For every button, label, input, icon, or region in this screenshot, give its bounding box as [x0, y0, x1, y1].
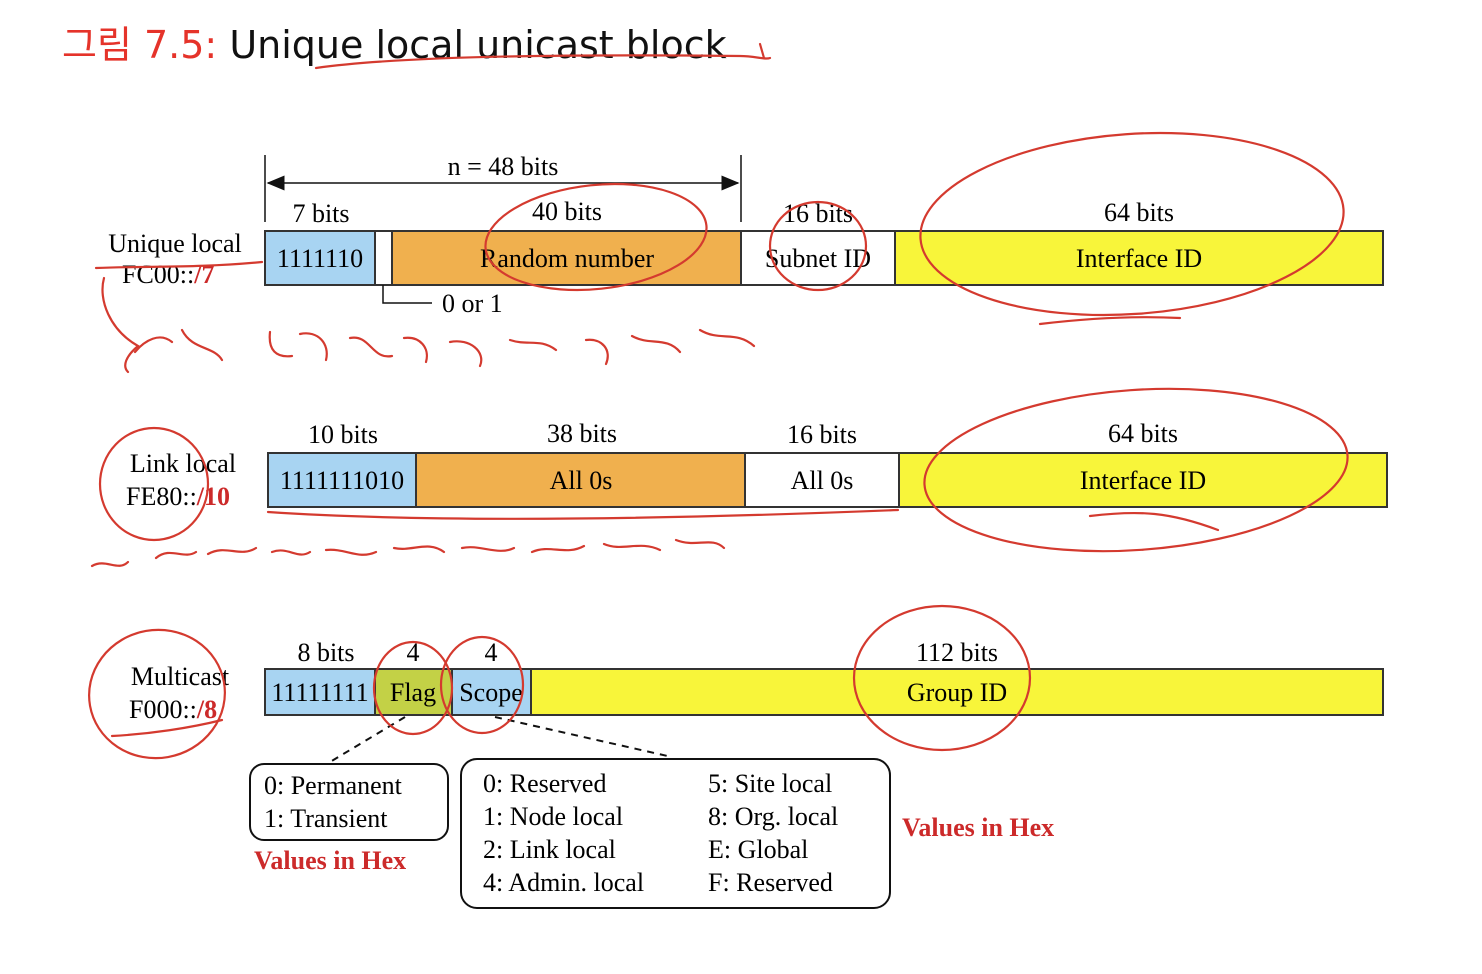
ul-subnet-label: Subnet ID	[765, 244, 871, 273]
circle-link-local	[98, 426, 210, 542]
mc-prefix-bits: 11111111	[271, 678, 368, 707]
zero-or-one-label: 0 or 1	[442, 289, 503, 318]
ul-field-random	[391, 230, 742, 286]
ll-prefix-line: FE80::/10	[126, 482, 230, 511]
circle-subnet-id	[768, 200, 868, 292]
flag-callout-line	[329, 716, 406, 763]
ul-name: Unique local	[108, 229, 242, 258]
ul-prefix-len: /7	[193, 260, 214, 289]
handwritten-annotations	[88, 42, 1349, 760]
hex-note-right: Values in Hex	[902, 813, 1054, 842]
scope-value-e: E: Global	[708, 835, 808, 864]
ul-bits-3: 16 bits	[783, 199, 853, 228]
flag-value-1: 1: Transient	[264, 804, 388, 833]
flag-value-0: 0: Permanent	[264, 771, 403, 800]
circle-interface-id-1	[919, 131, 1345, 317]
ll-prefix-bits: 1111111010	[280, 466, 404, 495]
mc-bits-2: 4	[407, 638, 420, 667]
ul-bits-2: 40 bits	[532, 197, 602, 226]
ll-field-interface	[898, 452, 1388, 508]
scope-value-f: F: Reserved	[708, 868, 833, 897]
scope-value-5: 5: Site local	[708, 769, 832, 798]
ll-name: Link local	[130, 449, 236, 478]
ul-bits-1: 7 bits	[292, 199, 349, 228]
unique-local-row: n = 48 bits 7 bits 40 bits 16 bits 64 bi…	[108, 152, 1384, 318]
figure-title: 그림 7.5: Unique local unicast block	[62, 14, 727, 69]
ll-zeros-label-1: All 0s	[550, 466, 613, 495]
ul-field-l-bit	[374, 230, 393, 286]
ll-field-prefix	[267, 452, 417, 508]
ll-zeros-label-2: All 0s	[791, 466, 854, 495]
mc-prefix: F000::	[129, 695, 197, 724]
ll-prefix-len: /10	[196, 482, 230, 511]
circle-scope	[439, 635, 525, 735]
multicast-row: 8 bits 4 4 112 bits 11111111 Flag Scope …	[129, 638, 1384, 909]
ll-bits-4: 64 bits	[1108, 419, 1178, 448]
mc-bits-4: 112 bits	[916, 638, 998, 667]
n-bits-label: n = 48 bits	[448, 152, 559, 181]
ul-prefix-line: FC00::/7	[122, 260, 214, 289]
circle-random-number	[484, 182, 708, 292]
mc-prefix-len: /8	[196, 695, 217, 724]
circle-group-id	[852, 604, 1032, 752]
scope-value-1: 1: Node local	[483, 802, 623, 831]
interface-underline-1	[1038, 316, 1182, 326]
flag-values-box	[249, 763, 449, 841]
mc-bits-1: 8 bits	[297, 638, 354, 667]
circle-interface-id-2	[923, 387, 1349, 553]
ul-field-interface	[894, 230, 1384, 286]
interface-underline-2	[1088, 511, 1220, 532]
scope-values-box	[460, 758, 891, 909]
circle-flag	[372, 640, 454, 736]
ll-bits-1: 10 bits	[308, 420, 378, 449]
link-local-row: 10 bits 38 bits 16 bits 64 bits 11111110…	[126, 419, 1388, 511]
mc-field-group	[530, 668, 1384, 716]
ll-prefix: FE80::	[126, 482, 197, 511]
ul-prefix-bits: 1111110	[277, 244, 363, 273]
circle-multicast	[88, 628, 226, 760]
mc-prefix-line: F000::/8	[129, 695, 217, 724]
mc-flag-label: Flag	[390, 678, 436, 707]
ll-fields-underline	[266, 508, 900, 520]
title-underline	[314, 54, 772, 70]
ul-prefix: FC00::	[122, 260, 194, 289]
figure-label: 그림 7.5:	[62, 23, 218, 67]
scope-value-0: 0: Reserved	[483, 769, 606, 798]
ll-field-zeros-2	[744, 452, 900, 508]
figure-title-text: Unique local unicast block	[229, 23, 727, 67]
ul-bracket	[101, 276, 140, 374]
ul-interface-label: Interface ID	[1076, 244, 1202, 273]
mc-name-underline	[110, 718, 224, 738]
mc-bits-3: 4	[485, 638, 498, 667]
ul-random-label: Random number	[480, 244, 654, 273]
ul-name-underline	[94, 260, 264, 270]
scope-value-8: 8: Org. local	[708, 802, 838, 831]
mc-field-flag	[374, 668, 453, 716]
zero-or-one-pointer	[382, 285, 432, 304]
mc-scope-label: Scope	[459, 678, 523, 707]
korean-note-1	[133, 328, 756, 368]
ll-bits-3: 16 bits	[787, 420, 857, 449]
scope-value-4: 4: Admin. local	[483, 868, 644, 897]
mc-name: Multicast	[131, 662, 230, 691]
ll-interface-label: Interface ID	[1080, 466, 1206, 495]
ll-bits-2: 38 bits	[547, 419, 617, 448]
ul-field-subnet	[740, 230, 896, 286]
korean-note-2	[90, 538, 726, 568]
title-tick	[758, 42, 766, 60]
mc-group-label: Group ID	[907, 678, 1007, 707]
scope-callout-line	[494, 716, 673, 758]
scope-value-2: 2: Link local	[483, 835, 616, 864]
ll-field-zeros-1	[415, 452, 746, 508]
hex-note-left: Values in Hex	[254, 846, 406, 875]
ul-bits-4: 64 bits	[1104, 198, 1174, 227]
